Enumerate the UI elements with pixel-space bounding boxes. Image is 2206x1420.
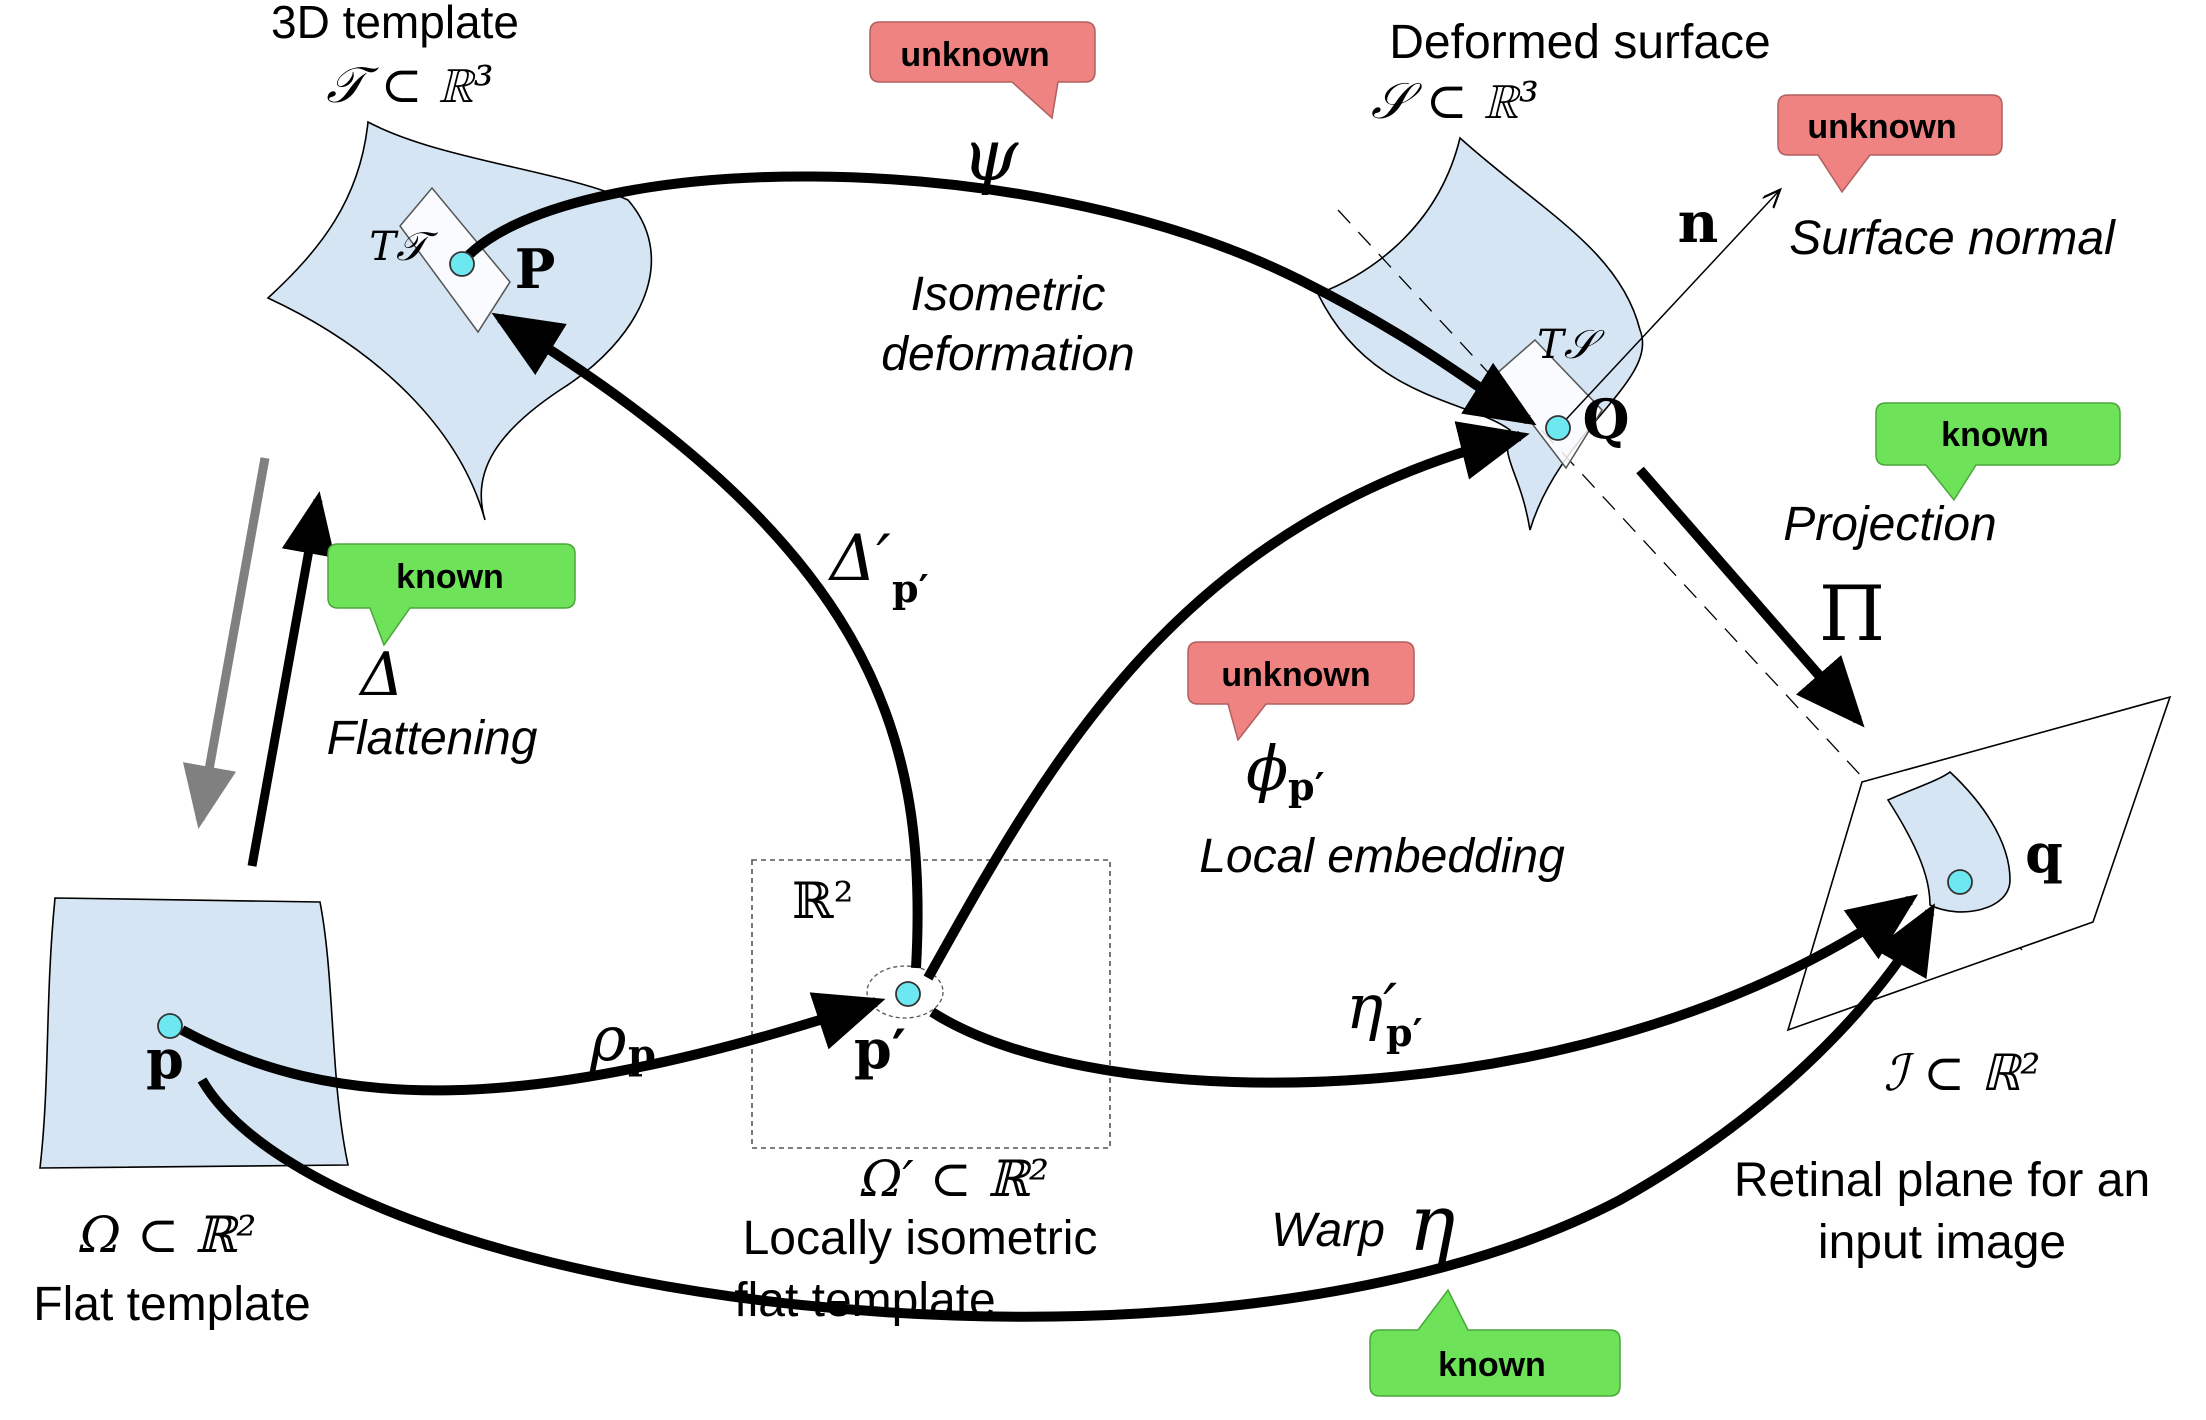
eta-label: η	[1409, 1179, 1456, 1269]
phi-subscript: p′	[1288, 764, 1325, 809]
psi-arrow	[458, 171, 1537, 426]
point-p-prime-label: p′	[854, 1017, 906, 1081]
phi-arrow	[923, 421, 1530, 981]
omega-math: Ω ⊂ ℝ²	[79, 1206, 257, 1264]
psi-unknown-bubble: unknown	[869, 21, 1096, 120]
point-Q-marker	[1545, 415, 1571, 441]
rho-label: ρ	[589, 1002, 626, 1075]
pi-label: Π	[1819, 569, 1885, 658]
delta-prime-label: Δ′	[827, 522, 891, 596]
flat-template-label: Flat template	[33, 1278, 310, 1331]
deformed-math: 𝒮 ⊂ ℝ³	[1371, 72, 1539, 130]
eta-prime-label: η′	[1346, 970, 1397, 1043]
retinal-plane-line-2: input image	[1818, 1216, 2066, 1269]
surface-normal-label: Surface normal	[1789, 212, 2116, 265]
template-3d-math: 𝒯 ⊂ ℝ³	[326, 56, 493, 114]
flattening-label: Flattening	[327, 712, 538, 765]
local-neighbourhood	[866, 965, 944, 1019]
point-p-marker	[157, 1013, 183, 1039]
psi-unknown-label: unknown	[900, 36, 1049, 74]
warp-known-label: known	[1438, 1346, 1546, 1384]
point-P-marker	[449, 251, 475, 277]
embedding-unknown-label: unknown	[1221, 656, 1370, 694]
warp-arrow	[197, 903, 1935, 1322]
point-q-marker	[1947, 869, 1973, 895]
point-q-label: q	[2025, 821, 2063, 885]
delta-prime-subscript: p′	[892, 566, 929, 611]
point-p-label: p	[146, 1027, 184, 1091]
warp-known-bubble: known	[1369, 1288, 1621, 1397]
deformed-title: Deformed surface	[1389, 16, 1771, 69]
point-p-prime-marker	[895, 981, 921, 1007]
delta-prime-arrow	[491, 312, 923, 969]
surface-normal-arrow	[1557, 192, 1778, 429]
flattening-known-label: known	[396, 558, 504, 596]
psi-label: ψ	[962, 113, 1020, 197]
projection-label: Projection	[1783, 498, 1996, 551]
projection-known-label: known	[1941, 416, 2049, 454]
R2-label: ℝ²	[792, 872, 854, 930]
omega-prime-math: Ω′ ⊂ ℝ²	[860, 1150, 1049, 1208]
local-embedding-label: Local embedding	[1199, 830, 1565, 883]
rho-subscript: p	[628, 1031, 656, 1078]
locally-isometric-line-2: flat template	[734, 1274, 995, 1327]
point-P-label: P	[515, 237, 556, 301]
projection-arrow	[1636, 466, 1865, 728]
isometric-line-2: deformation	[881, 328, 1134, 381]
local-flat-template-box	[751, 859, 1111, 1149]
projection-known-bubble: known	[1875, 402, 2121, 502]
deformed-tangent-label: T𝒮	[1537, 322, 1605, 368]
flattening-reverse-arrow	[182, 457, 270, 829]
normal-unknown-label: unknown	[1807, 108, 1956, 146]
image-math: ℐ ⊂ ℝ²	[1884, 1044, 2041, 1102]
warp-label: Warp	[1271, 1204, 1385, 1257]
phi-label: ϕ	[1246, 732, 1288, 805]
normal-n-label: n	[1678, 190, 1719, 256]
eta-prime-subscript: p′	[1386, 1010, 1423, 1055]
retinal-plane-line-1: Retinal plane for an	[1734, 1154, 2150, 1207]
flattening-known-bubble: known	[327, 543, 576, 647]
normal-unknown-bubble: unknown	[1777, 94, 2003, 194]
point-Q-label: Q	[1582, 387, 1629, 451]
isometric-line-1: Isometric	[911, 268, 1106, 321]
image-surface	[1886, 770, 2011, 913]
template-3d-surface	[266, 120, 653, 521]
eta-prime-arrow	[929, 894, 1919, 1088]
template-3d-title: 3D template	[271, 0, 519, 48]
embedding-unknown-bubble: unknown	[1187, 641, 1415, 742]
projection-ray	[1337, 209, 2023, 951]
delta-arrow	[247, 491, 335, 867]
rho-arrow	[179, 992, 886, 1096]
locally-isometric-line-1: Locally isometric	[743, 1212, 1098, 1265]
delta-label: Δ	[358, 640, 403, 710]
